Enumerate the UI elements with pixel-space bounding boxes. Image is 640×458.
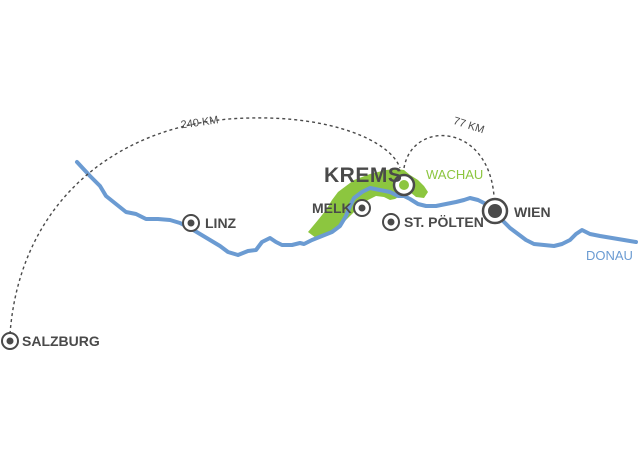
city-marker-linz <box>182 214 200 232</box>
city-label-wien: WIEN <box>514 204 551 220</box>
river-label-donau: DONAU <box>586 248 633 263</box>
region-label-wachau: WACHAU <box>426 167 483 182</box>
distance-label-salzburg-krems: 240 KM <box>180 114 219 131</box>
city-label-salzburg: SALZBURG <box>22 333 100 349</box>
city-marker-melk <box>353 199 371 217</box>
city-label-krems: KREMS <box>324 164 402 187</box>
route-salzburg-krems <box>9 117 401 335</box>
distance-label-krems-wien: 77 KM <box>452 115 486 136</box>
city-marker-st-poelten <box>382 213 400 231</box>
route-krems-wien <box>403 135 495 197</box>
city-label-st-poelten: ST. PÖLTEN <box>404 214 484 230</box>
city-label-melk: MELK <box>312 200 352 216</box>
city-marker-krems <box>392 173 416 197</box>
city-marker-salzburg <box>1 332 19 350</box>
city-label-linz: LINZ <box>205 215 237 231</box>
city-marker-wien <box>481 197 509 225</box>
